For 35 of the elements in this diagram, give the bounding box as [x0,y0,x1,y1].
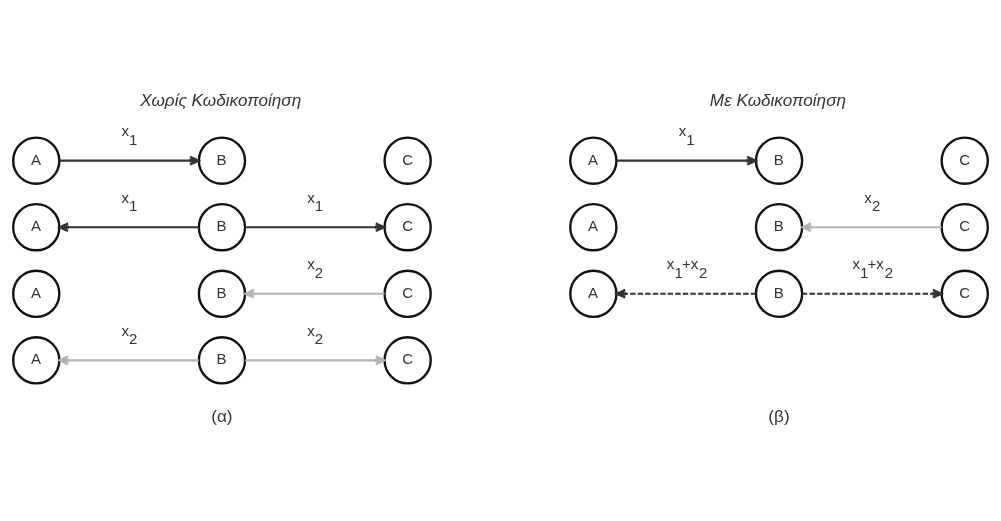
node-circle: A [569,202,618,252]
node-circle: A [12,136,61,185]
node-circle: C [940,136,989,185]
arrow [245,355,386,366]
node-circle: B [754,202,804,252]
node-circle: C [383,336,432,385]
node-circle: C [383,269,432,319]
node-circle: B [754,136,804,185]
node-circle: A [12,202,61,252]
node-circle: B [754,269,804,319]
node-circle: B [197,269,247,319]
node-circle: A [12,336,61,385]
node-circle: A [569,269,618,319]
arrow [245,222,386,233]
label: (α) [211,405,233,426]
node-circle: A [12,269,61,319]
arrow [58,355,199,366]
arrow [58,222,199,233]
node-circle: C [383,202,432,252]
label: Χωρίς Κωδικοποίηση [140,90,302,111]
node-circle: A [569,136,618,185]
node-circle: C [383,136,432,185]
label: (β) [768,405,790,426]
node-circle: B [197,136,247,185]
node-circle: C [940,269,989,319]
label: Με Κωδικοποίηση [709,90,847,111]
arrow [59,155,200,166]
node-circle: B [197,336,247,385]
arrow [802,288,943,299]
arrow [615,288,756,299]
arrow [801,222,942,233]
node-circle: C [940,202,989,252]
node-circle: B [197,202,247,252]
arrow [616,155,757,166]
arrow [244,288,385,299]
